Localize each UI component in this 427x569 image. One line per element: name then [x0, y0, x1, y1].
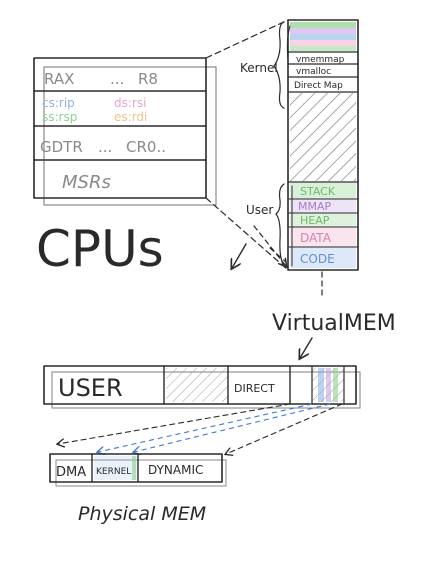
- physical-dma-label: DMA: [56, 465, 86, 480]
- vmem-kernel-stripe: [290, 22, 356, 28]
- linear-memory-bar: USER DIRECT: [43, 365, 361, 409]
- linear-bar: [43, 365, 357, 405]
- linear-user-label: USER: [58, 374, 123, 402]
- map-arrow-dynamic: [226, 403, 343, 454]
- vmem-kernel-label: Kernel: [240, 61, 278, 75]
- vmem-section-direct-map: Direct Map: [294, 81, 343, 91]
- linear-colored-stripe: [318, 368, 324, 402]
- vmem-stack-fill: [290, 183, 356, 199]
- vmem-section-vmemmap: vmemmap: [296, 55, 345, 65]
- vmem-section-vmalloc: vmalloc: [296, 67, 331, 77]
- vmem-kernel-stripe: [290, 34, 356, 40]
- cpu-to-vmem-dashed-line: [205, 19, 289, 59]
- physical-mem-title: Physical MEM: [78, 503, 206, 525]
- user-to-code-arrow: [253, 225, 286, 266]
- cpu-register-box: RAX ... R8 cs:rip ds:rsi ss:rsp es:rdi G…: [33, 57, 217, 206]
- map-arrow-kernel: [134, 403, 331, 452]
- vmem-code-fill: [290, 247, 356, 268]
- register-r8: R8: [138, 70, 158, 88]
- vmem-to-linear-arrow: [300, 337, 313, 358]
- cpu-to-vmem-dashed-line: [205, 197, 289, 271]
- register-es-rdi: es:rdi: [114, 110, 147, 124]
- register-ellipsis: ...: [110, 70, 124, 88]
- register-cr0: CR0..: [126, 138, 166, 156]
- cpu-title: CPUs: [36, 220, 164, 278]
- physical-memory-bar: DMA KERNEL DYNAMIC: [49, 453, 227, 487]
- linear-direct-label: DIRECT: [234, 382, 275, 395]
- register-ellipsis: ...: [98, 138, 112, 156]
- cpu-box: [33, 57, 207, 199]
- vmem-kernel-stripe: [290, 28, 356, 34]
- vmem-user-label: User: [246, 203, 273, 217]
- virtual-memory-column: vmemmap vmalloc Direct Map STACK MMAP HE…: [286, 19, 359, 271]
- vmem-box: [287, 19, 359, 271]
- physical-kernel-stripe: [132, 456, 136, 480]
- vmem-hatched-region: [290, 93, 356, 181]
- vmem-section-heap: HEAP: [300, 214, 330, 227]
- vmem-section-stack: STACK: [300, 185, 336, 198]
- cpu-box-shadow: [43, 66, 217, 206]
- physical-dynamic-label: DYNAMIC: [148, 463, 203, 477]
- linear-colored-stripe: [333, 368, 338, 402]
- vmem-mmap-fill: [290, 199, 356, 213]
- register-gdtr: GDTR: [40, 138, 83, 156]
- physical-bar-shadow: [55, 459, 227, 487]
- register-ds-rsi: ds:rsi: [114, 96, 146, 110]
- physical-bar: [49, 453, 223, 483]
- vmem-section-mmap: MMAP: [298, 200, 332, 213]
- physical-kernel-label: KERNEL: [96, 467, 131, 477]
- register-rax: RAX: [44, 70, 74, 88]
- map-arrow-dma: [58, 403, 291, 444]
- kernel-brace: [273, 21, 285, 109]
- register-cs-rip: cs:rip: [42, 96, 75, 110]
- vmem-kernel-stripe: [290, 46, 356, 51]
- cpu-small-arrow: [232, 243, 247, 268]
- cpu-to-user-arrow: [269, 247, 287, 263]
- map-arrow-kernel: [98, 403, 313, 452]
- register-msrs: MSRs: [62, 172, 111, 193]
- vmem-kernel-stripe: [290, 40, 356, 46]
- vmem-data-fill: [290, 227, 356, 247]
- physical-kernel-fill: [94, 456, 138, 480]
- linear-colored-stripe: [326, 368, 331, 402]
- vmem-section-data: DATA: [300, 231, 332, 245]
- vmem-heap-fill: [290, 213, 356, 227]
- user-brace: [275, 183, 287, 269]
- vmem-title: VirtualMEM: [272, 311, 396, 336]
- register-ss-rsp: ss:rsp: [42, 110, 77, 124]
- vmem-kernel-bracket: [286, 25, 291, 61]
- linear-hatched: [166, 368, 228, 402]
- vmem-section-code: CODE: [300, 252, 335, 266]
